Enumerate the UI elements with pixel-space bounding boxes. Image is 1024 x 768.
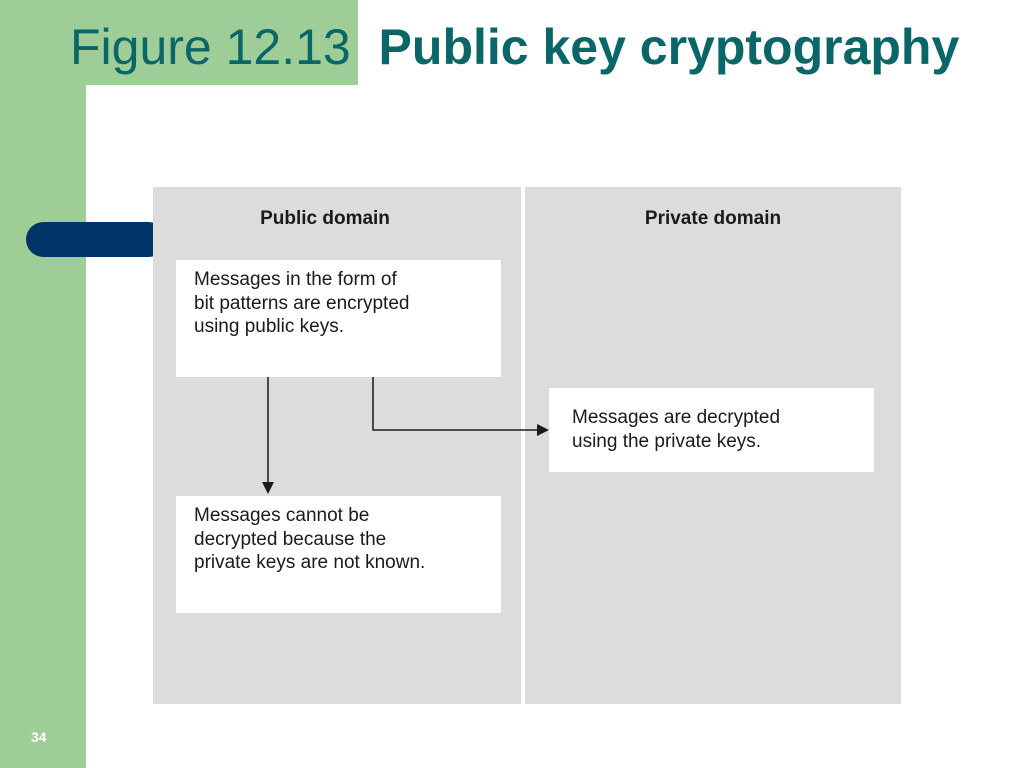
title-figure-number: Figure 12.13 xyxy=(70,19,351,75)
cannot-decrypt-box: Messages cannot be decrypted because the… xyxy=(176,496,501,613)
slide-top-band xyxy=(0,0,358,85)
slide-accent-pill xyxy=(26,222,166,257)
encrypt-message-box: Messages in the form of bit patterns are… xyxy=(176,260,501,377)
slide-left-band xyxy=(0,0,86,768)
slide-title: Figure 12.13 Public key cryptography xyxy=(70,18,959,76)
arrow-down-head-icon xyxy=(262,482,274,494)
public-domain-heading: Public domain xyxy=(260,208,390,229)
decrypt-message-box: Messages are decrypted using the private… xyxy=(549,388,874,472)
private-domain-heading: Private domain xyxy=(644,208,782,229)
arrow-to-private-domain-shaft xyxy=(372,377,537,431)
page-number: 34 xyxy=(31,729,47,745)
title-text: Public key cryptography xyxy=(378,19,960,75)
arrow-right-head-icon xyxy=(537,424,549,436)
